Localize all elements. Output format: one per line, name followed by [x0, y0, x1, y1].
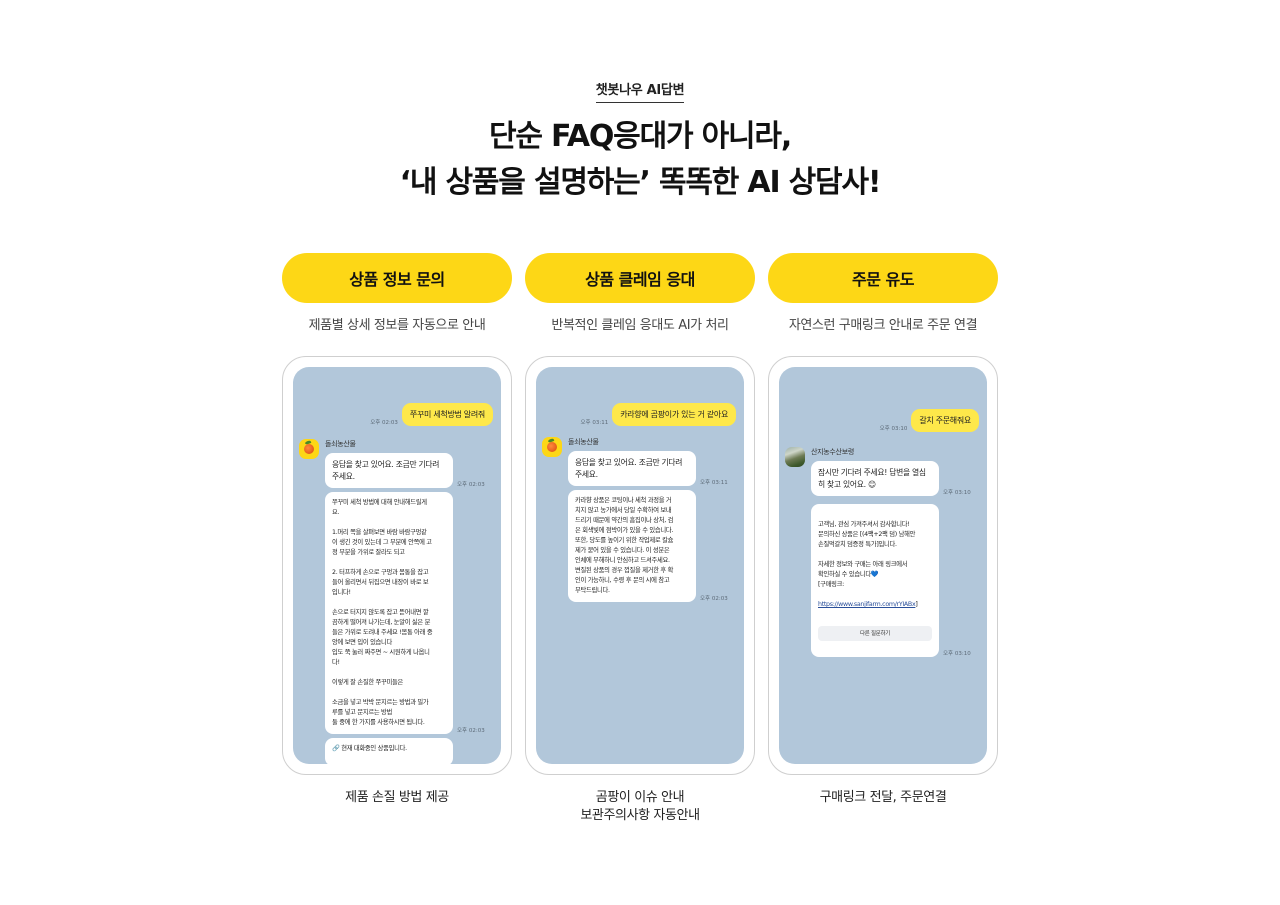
chat-screen: 오후 03:11 카라향에 곰팡이가 있는 거 같아요 돌쇠농산물 응답을 찾고… [536, 367, 744, 764]
feature-subtitle: 반복적인 클레임 응대도 AI가 처리 [551, 318, 729, 333]
feature-column-claim: 상품 클레임 응대 반복적인 클레임 응대도 AI가 처리 [525, 253, 755, 333]
incoming-bubble: 카라향 상품은 코팅이나 세척 과정을 거 치지 않고 농가에서 당일 수확하여… [568, 490, 696, 602]
blue-heart-icon: 💙 [870, 571, 879, 578]
feature-caption: 곰팡이 이슈 안내 보관주의사항 자동안내 [580, 790, 700, 823]
bot-message-group: 돌쇠농산물 응답을 찾고 있어요. 조금만 기다려 주세요. 오후 03:11 … [542, 437, 728, 602]
avatar [299, 439, 319, 459]
outgoing-bubble: 카라향에 곰팡이가 있는 거 같아요 [612, 403, 736, 426]
outgoing-message-row: 오후 03:10 갈치 주문해줘요 [880, 409, 979, 432]
feature-column-order: 주문 유도 자연스런 구매링크 안내로 주문 연결 [768, 253, 998, 333]
purchase-link-close: ] [915, 601, 918, 608]
phone-mockup-claim: 오후 03:11 카라향에 곰팡이가 있는 거 같아요 돌쇠농산물 응답을 찾고… [525, 356, 755, 775]
feature-pill-order[interactable]: 주문 유도 [768, 253, 998, 303]
sender-name: 돌쇠농산물 [568, 438, 599, 446]
sender-name: 산지농수산보령 [811, 448, 854, 456]
feature-caption: 구매링크 전달, 주문연결 [819, 790, 947, 805]
incoming-bubble: 쭈꾸미 세척 방법에 대해 안내해드릴게 요. 1.머리 쪽을 살펴보면 바람 … [325, 492, 453, 734]
incoming-message-row: 고객님, 관심 가져주셔서 감사합니다! 문의하신 상품은 [(4팩+2팩 덤)… [811, 504, 971, 657]
phone-mockup-product-info: 오후 02:03 쭈꾸미 세척방법 알려줘 돌쇠농산물 응답을 찾고 있어요. … [282, 356, 512, 775]
message-time: 오후 02:03 [370, 420, 398, 426]
incoming-bubble: 응답을 찾고 있어요. 조금만 기다려 주세요. [325, 453, 453, 488]
incoming-bubble: 응답을 찾고 있어요. 조금만 기다려 주세요. [568, 451, 696, 486]
outgoing-message-row: 오후 03:11 카라향에 곰팡이가 있는 거 같아요 [580, 403, 736, 426]
feature-column-product-info: 상품 정보 문의 제품별 상세 정보를 자동으로 안내 [282, 253, 512, 333]
message-time: 오후 03:11 [700, 480, 728, 486]
feature-pill-claim[interactable]: 상품 클레임 응대 [525, 253, 755, 303]
feature-caption: 제품 손질 방법 제공 [345, 790, 449, 805]
bot-message-group: 돌쇠농산물 응답을 찾고 있어요. 조금만 기다려 주세요. 오후 02:03 … [299, 439, 485, 764]
message-time: 오후 02:03 [457, 482, 485, 488]
ask-another-question-button[interactable]: 다른 질문하기 [818, 626, 932, 641]
landscape-photo-icon [785, 447, 805, 467]
incoming-message-row: 응답을 찾고 있어요. 조금만 기다려 주세요. 오후 02:03 [325, 453, 485, 488]
message-time: 오후 03:11 [580, 420, 609, 426]
incoming-message-row: 잠시만 기다려 주세요! 답변을 열심 히 찾고 있어요. 😊 오후 03:10 [811, 461, 971, 496]
message-time: 오후 02:03 [457, 728, 485, 734]
eyebrow-label: 챗봇나우 AI답변 [0, 79, 1280, 103]
purchase-link[interactable]: https://www.sanjifarm.com/rYIABx [818, 601, 916, 608]
incoming-bubble: 고객님, 관심 가져주셔서 감사합니다! 문의하신 상품은 [(4팩+2팩 덤)… [811, 504, 939, 657]
feature-subtitle: 제품별 상세 정보를 자동으로 안내 [308, 318, 486, 333]
current-product-bubble[interactable]: 🔗 현재 대화중인 상품입니다. [325, 738, 453, 764]
chat-screen: 오후 02:03 쭈꾸미 세척방법 알려줘 돌쇠농산물 응답을 찾고 있어요. … [293, 367, 501, 764]
incoming-message-row: 카라향 상품은 코팅이나 세척 과정을 거 치지 않고 농가에서 당일 수확하여… [568, 490, 728, 602]
incoming-message-row: 응답을 찾고 있어요. 조금만 기다려 주세요. 오후 03:11 [568, 451, 728, 486]
purchase-link-label: [구매링크: [818, 581, 844, 588]
page-headline: 단순 FAQ응대가 아니라, ‘내 상품을 설명하는’ 똑똑한 AI 상담사! [0, 114, 1280, 206]
chat-screen: 오후 03:10 갈치 주문해줘요 산지농수산보령 잠시만 기다려 주세요! 답… [779, 367, 987, 764]
message-time: 오후 02:03 [700, 596, 728, 602]
incoming-bubble: 잠시만 기다려 주세요! 답변을 열심 히 찾고 있어요. 😊 [811, 461, 939, 496]
bot-message-group: 산지농수산보령 잠시만 기다려 주세요! 답변을 열심 히 찾고 있어요. 😊 … [785, 447, 971, 657]
message-time: 오후 03:10 [879, 426, 908, 432]
headline-line-1: 단순 FAQ응대가 아니라, [488, 119, 792, 154]
feature-subtitle: 자연스런 구매링크 안내로 주문 연결 [788, 318, 978, 333]
peach-icon [547, 442, 557, 452]
incoming-message-row: 🔗 현재 대화중인 상품입니다. [325, 738, 485, 764]
outgoing-bubble: 쭈꾸미 세척방법 알려줘 [401, 403, 493, 426]
message-time: 오후 03:10 [943, 651, 971, 657]
outgoing-message-row: 오후 02:03 쭈꾸미 세척방법 알려줘 [370, 403, 493, 426]
outgoing-bubble: 갈치 주문해줘요 [911, 409, 979, 432]
incoming-message-row: 쭈꾸미 세척 방법에 대해 안내해드릴게 요. 1.머리 쪽을 살펴보면 바람 … [325, 492, 485, 734]
feature-pill-product-info[interactable]: 상품 정보 문의 [282, 253, 512, 303]
avatar [542, 437, 562, 457]
eyebrow-text: 챗봇나우 AI답변 [595, 79, 685, 103]
order-message-text: 고객님, 관심 가져주셔서 감사합니다! 문의하신 상품은 [(4팩+2팩 덤)… [818, 521, 916, 578]
phone-mockup-order: 오후 03:10 갈치 주문해줘요 산지농수산보령 잠시만 기다려 주세요! 답… [768, 356, 998, 775]
sender-name: 돌쇠농산물 [325, 440, 356, 448]
message-time: 오후 03:10 [943, 490, 971, 496]
peach-icon [304, 444, 314, 454]
headline-line-2: ‘내 상품을 설명하는’ 똑똑한 AI 상담사! [399, 165, 882, 200]
